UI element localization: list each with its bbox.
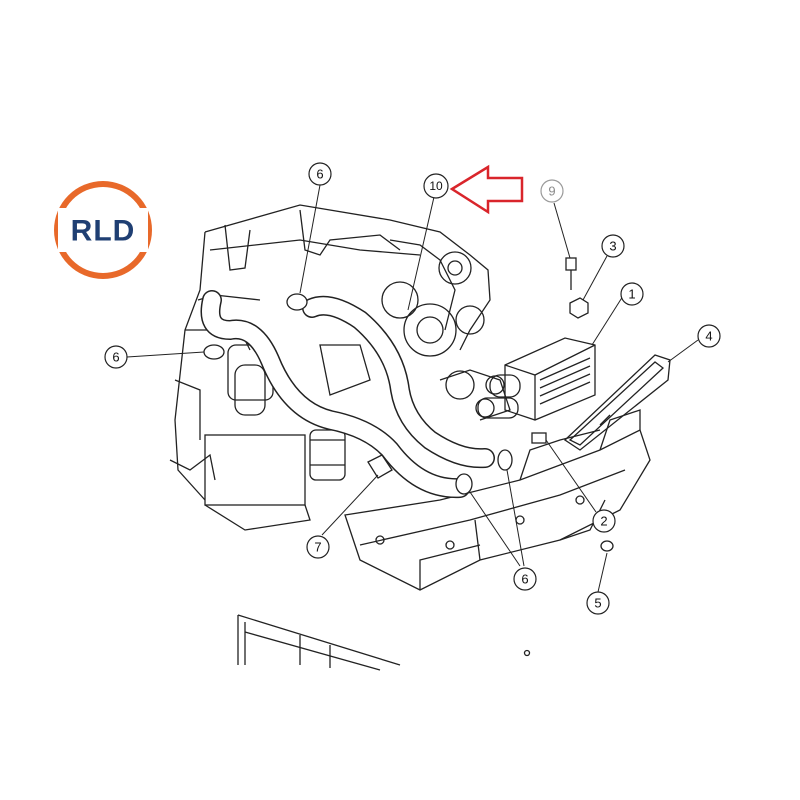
fitting-part-7: [367, 454, 393, 479]
callout-label: 4: [705, 329, 712, 344]
engine-block: [169, 204, 511, 531]
callout-1: 1: [620, 282, 644, 306]
clamp-upper: [286, 293, 308, 311]
clamp-lower-1: [455, 473, 473, 495]
bracket-part-2: [531, 432, 547, 444]
coolant-hoses: [200, 290, 495, 499]
callout-label: 2: [600, 514, 607, 529]
callout-label: 6: [316, 167, 323, 182]
clamp-lower-2: [497, 449, 513, 471]
oil-filter: [309, 429, 346, 481]
plug-part-5: [600, 540, 614, 552]
nut-part-3: [569, 297, 589, 319]
callouts: 6 6 10 9 3 1 4 2: [104, 162, 721, 615]
rld-logo: RLD: [54, 181, 152, 279]
oil-cooler-assembly: [475, 337, 596, 421]
hose-clamps: [203, 293, 513, 495]
callout-label: 6: [521, 572, 528, 587]
oil-pan: [204, 434, 306, 506]
lower-frame-fragment: [237, 614, 531, 671]
logo-text-band: [58, 208, 148, 252]
chassis-frame: [344, 409, 651, 591]
callout-label: 6: [112, 350, 119, 365]
bolt-part-9: [565, 257, 577, 290]
callout-2: 2: [592, 509, 616, 533]
timing-cover-pulley: [403, 303, 457, 357]
highlight-arrow: [449, 164, 524, 215]
callout-4: 4: [697, 324, 721, 348]
cooler-gasket: [563, 354, 671, 451]
callout-label: 9: [548, 184, 555, 199]
callout-label: 10: [429, 179, 443, 193]
callout-6-left: 6: [104, 345, 128, 369]
callout-10: 10: [423, 173, 449, 199]
callout-9: 9: [540, 179, 564, 203]
callout-label: 3: [609, 239, 616, 254]
callout-6-bottom: 6: [513, 567, 537, 591]
callout-label: 1: [628, 287, 635, 302]
pulley-upper: [438, 251, 472, 285]
logo-text: RLD: [71, 215, 136, 248]
callout-label: 5: [594, 596, 601, 611]
clamp-left: [203, 344, 225, 360]
callout-6-top: 6: [308, 162, 332, 186]
callout-3: 3: [601, 234, 625, 258]
intake-manifold: [319, 344, 371, 396]
callout-label: 7: [314, 540, 321, 555]
callout-5: 5: [586, 591, 610, 615]
callout-7: 7: [306, 535, 330, 559]
leader-lines: [126, 184, 699, 593]
